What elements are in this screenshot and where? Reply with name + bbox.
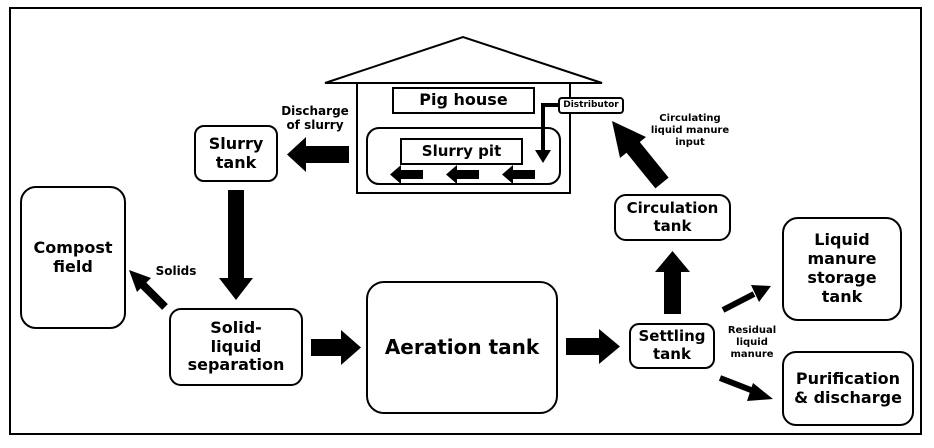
liquid-manure-storage-tank-box: Liquid manure storage tank xyxy=(782,217,902,321)
pit-flow-arrows xyxy=(390,165,535,184)
slurry-tank-box: Slurry tank xyxy=(194,125,278,182)
pig-house-box: Pig house xyxy=(392,87,535,114)
distributor-pipe xyxy=(541,103,558,150)
arrow-settling-to-purification xyxy=(718,375,773,401)
solid-liquid-separation-box: Solid- liquid separation xyxy=(169,308,303,386)
distributor-arrow-head xyxy=(535,150,551,163)
diagram-frame xyxy=(9,7,922,435)
arrow-settling-to-circulation xyxy=(655,251,690,314)
arrow-discharge-to-slurry-tank xyxy=(287,137,349,172)
circulation-tank-box: Circulation tank xyxy=(614,194,731,241)
pig-house-roof xyxy=(324,35,603,84)
settling-tank-box: Settling tank xyxy=(629,323,715,369)
arrow-aeration-to-settling xyxy=(566,329,620,364)
arrow-circulation-to-pig-house xyxy=(612,121,669,189)
residual-liquid-manure-label: Residual liquid manure xyxy=(727,325,777,360)
distributor-box: Distributor xyxy=(558,97,624,114)
arrow-slurry-tank-to-separation xyxy=(219,190,253,300)
arrow-settling-to-storage xyxy=(721,285,771,313)
arrow-solids-to-compost xyxy=(129,270,168,310)
arrow-separation-to-aeration xyxy=(311,330,361,365)
slurry-pit-box: Slurry pit xyxy=(400,138,523,165)
circulating-input-label: Circulating liquid manure input xyxy=(650,113,730,148)
discharge-of-slurry-label: Discharge of slurry xyxy=(281,104,349,133)
solids-label: Solids xyxy=(155,264,197,278)
compost-field-box: Compost field xyxy=(20,186,126,329)
purification-discharge-box: Purification & discharge xyxy=(782,351,914,426)
aeration-tank-box: Aeration tank xyxy=(366,281,558,414)
